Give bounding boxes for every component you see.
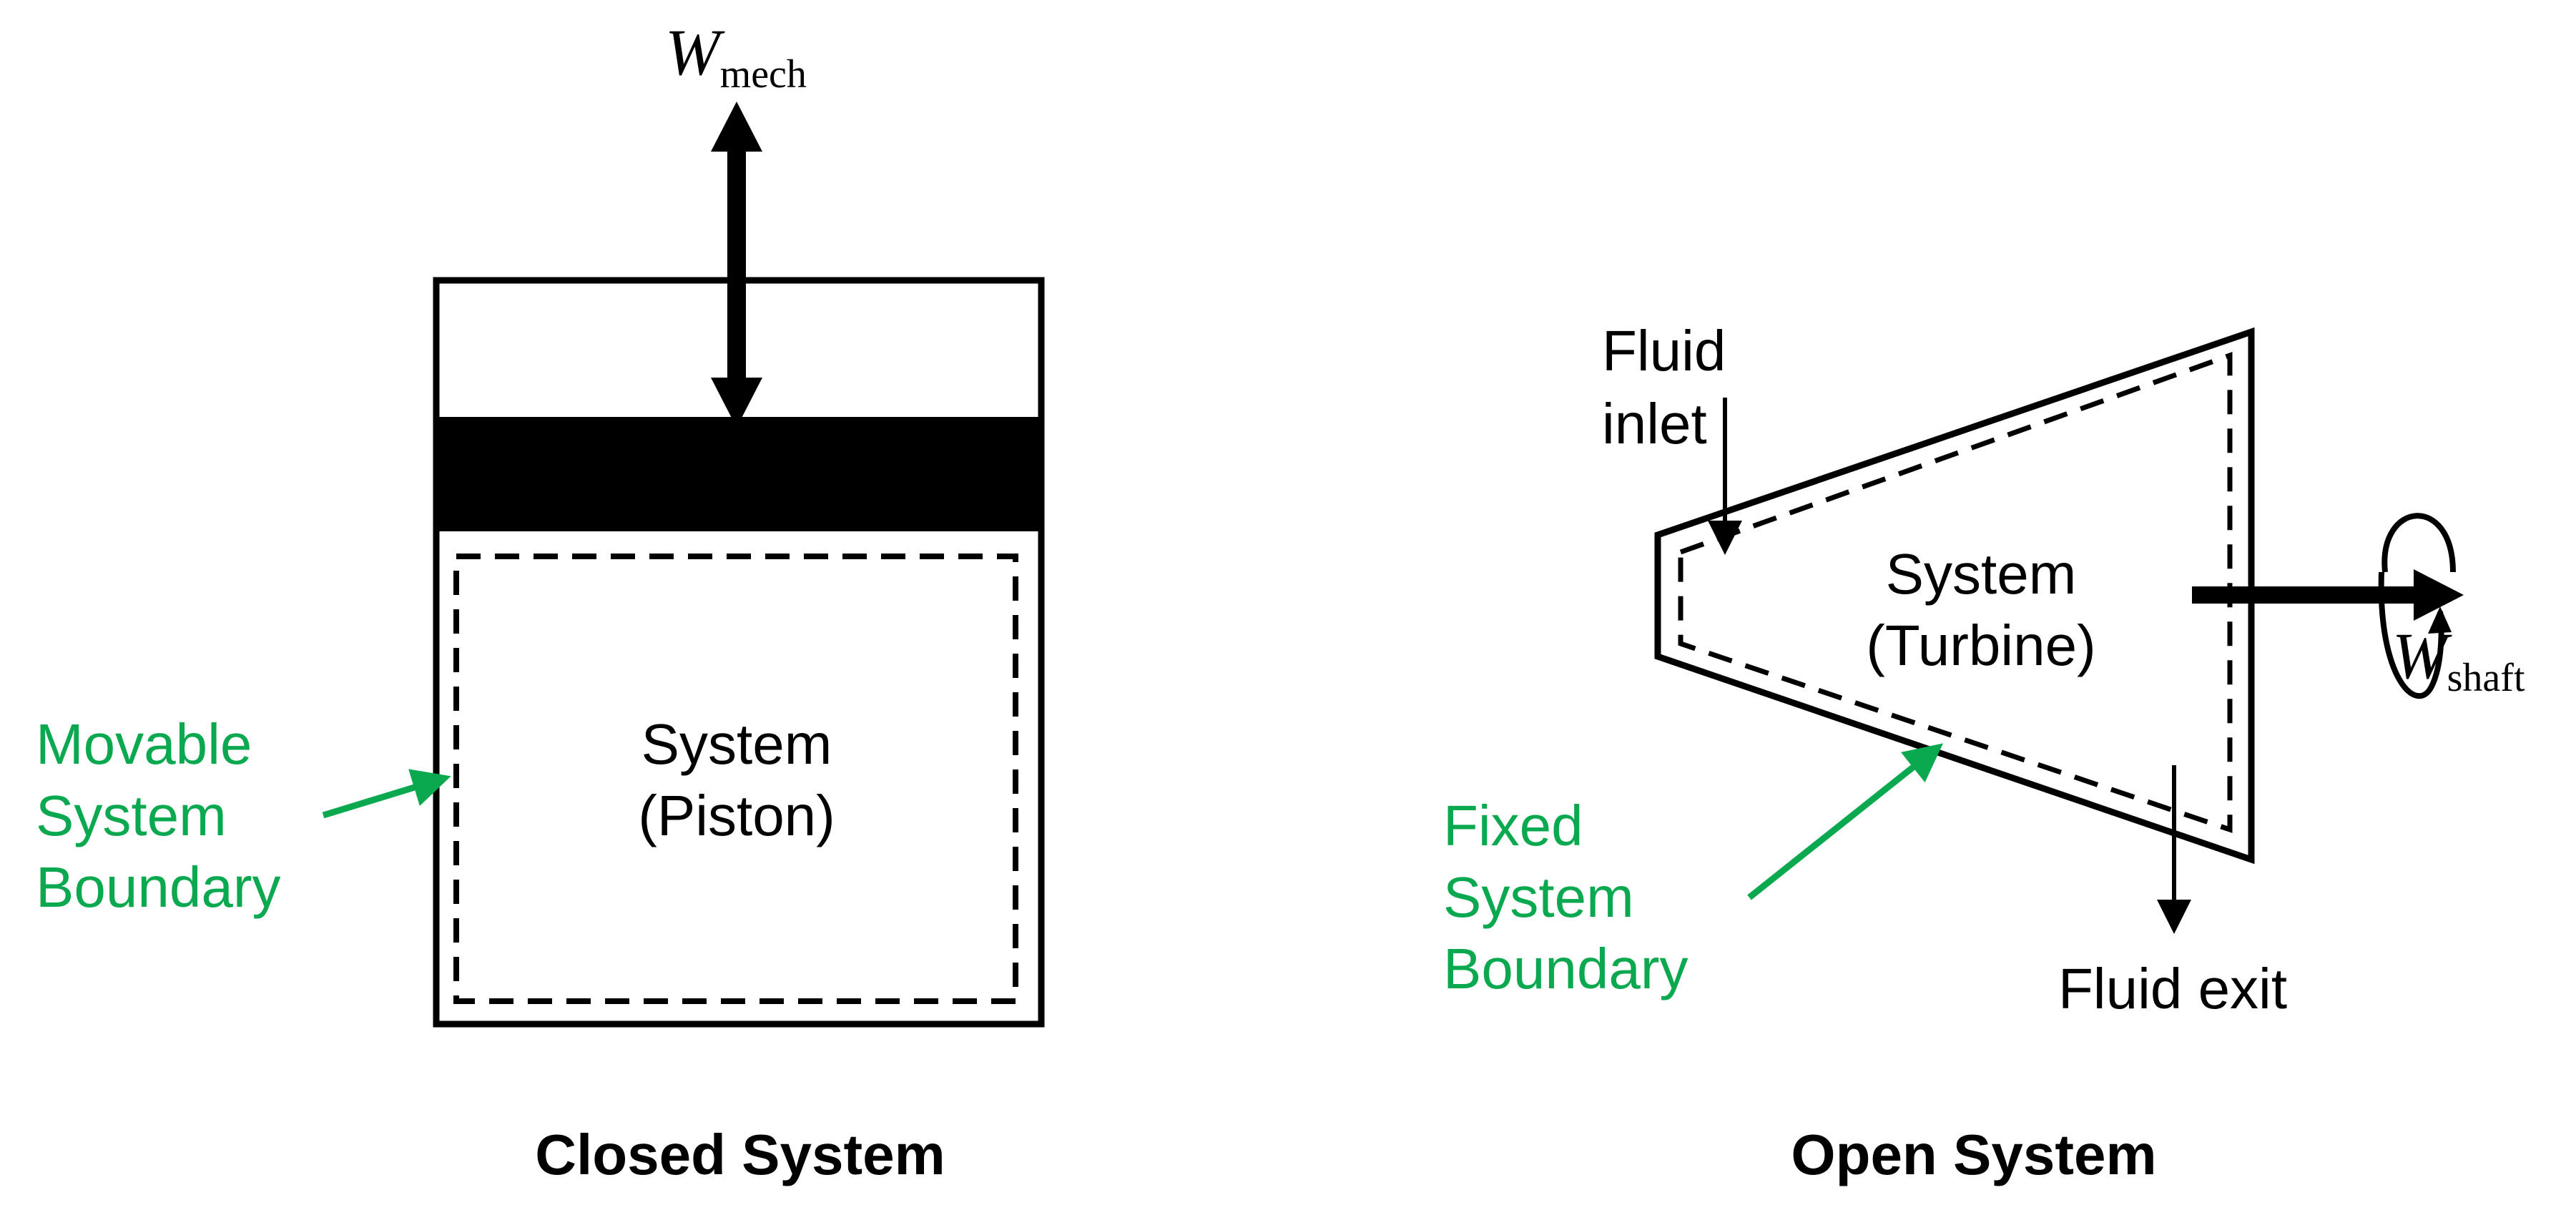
movable-system-boundary [453, 554, 1018, 1004]
shaft-work-label: Wshaft [2392, 619, 2525, 700]
turbine-name-line2: (Turbine) [1866, 614, 2096, 677]
inlet-label-line2: inlet [1602, 392, 1707, 456]
system-name-line1: System [641, 712, 832, 776]
fixed-system-boundary [1678, 352, 2233, 833]
mechanical-work-label: Wmech [665, 16, 807, 97]
mechanical-work-arrow [711, 102, 762, 428]
fixed-boundary-label-line3: Boundary [1443, 937, 1688, 1000]
fixed-boundary-label-line2: System [1443, 865, 1634, 929]
boundary-label-line1: Movable [36, 712, 252, 776]
open-system-panel: Fluid inlet System (Turbine) Wshaft Flui… [1443, 319, 2525, 1186]
rotation-arrow-icon [2378, 513, 2456, 699]
boundary-label-line2: System [36, 784, 227, 847]
turbine-name-line1: System [1886, 542, 2077, 606]
turbine-outline [1654, 327, 2255, 865]
fixed-boundary-label-line1: Fixed [1443, 794, 1583, 857]
piston-head [436, 417, 1041, 531]
exit-label: Fluid exit [2058, 957, 2287, 1020]
fixed-boundary-pointer-arrow [1747, 743, 1944, 900]
boundary-pointer-arrow [322, 769, 451, 819]
closed-system-caption: Closed System [535, 1123, 945, 1186]
system-name-line2: (Piston) [638, 784, 835, 847]
closed-system-panel: Wmech System (Piston) Movable System Bou… [36, 16, 1045, 1186]
open-system-caption: Open System [1791, 1123, 2156, 1186]
shaft-work-arrow [2192, 569, 2464, 621]
inlet-label-line1: Fluid [1602, 319, 1726, 383]
boundary-label-line3: Boundary [36, 855, 280, 919]
